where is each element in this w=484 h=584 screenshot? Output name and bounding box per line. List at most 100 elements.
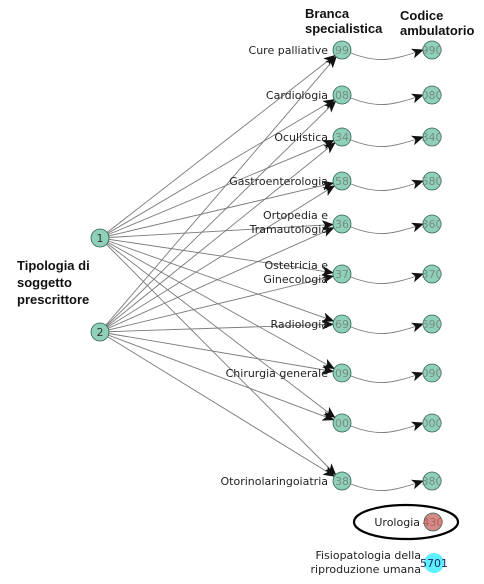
edge-source-2-to-36: [99, 227, 335, 333]
isolated-node-5701-label: 5701: [420, 557, 448, 570]
header-codice-line: Codice: [400, 8, 444, 23]
branch-node-34[interactable]: [332, 127, 352, 147]
branch-label-69: Radiologia: [271, 318, 328, 331]
branch-label-08: Cardiologia: [266, 89, 328, 102]
branch-node-37-label: 37: [335, 268, 349, 281]
edge-source-1-to-99: [99, 54, 336, 239]
edge-source-2-to-69: [99, 319, 335, 333]
branch-label-34: Oculistica: [274, 131, 328, 144]
isolated-label-430: Urologia: [374, 516, 420, 529]
edge-source-1-to-08: [99, 99, 336, 239]
amb-node-990[interactable]: [422, 40, 442, 60]
branch-label-37: Ginecologia: [263, 273, 328, 286]
edge-source-1-to-37: [99, 237, 335, 277]
amb-node-690[interactable]: [422, 314, 442, 334]
header-tipologia-line: Tipologia di: [17, 258, 90, 273]
edge-branch-58-to-amb: [350, 179, 424, 192]
amb-node-580[interactable]: [422, 171, 442, 191]
isolated-label-5701: Fisiopatologia della: [315, 549, 421, 562]
branch-label-09: Chirurgia generale: [226, 367, 329, 380]
amb-node-340[interactable]: [422, 127, 442, 147]
source-node-2[interactable]: [90, 322, 110, 342]
branch-node-38-label: 38: [335, 475, 349, 488]
edge-source-2-to-08: [99, 100, 337, 333]
header-tipologia-line: soggetto: [17, 275, 72, 290]
source-node-1[interactable]: [90, 228, 110, 248]
source-node-1-label: 1: [97, 232, 104, 245]
branch-node-37[interactable]: [332, 264, 352, 284]
edge-source-2-to-38: [99, 331, 336, 477]
edge-source-1-to-36: [99, 220, 335, 239]
edge-source-1-to-34: [99, 140, 335, 239]
edges-layer: [99, 54, 337, 477]
edge-source-1-to-09: [99, 237, 336, 370]
edge-source-2-to-37: [99, 273, 335, 333]
amb-node-080[interactable]: [422, 85, 442, 105]
branch-node-36-label: 36: [335, 218, 349, 231]
branch-node-99-label: 99: [335, 44, 349, 57]
edge-source-2-to-58: [99, 185, 336, 333]
amb-node-000[interactable]: [422, 413, 442, 433]
edge-branch-69-to-amb: [350, 322, 424, 335]
edge-source-2-to-34: [99, 142, 336, 333]
isolated-label-5701: riproduzione umana: [311, 563, 421, 576]
branch-label-37: Ostetricia e: [265, 259, 329, 272]
branch-label-58: Gastroenterologia: [229, 175, 328, 188]
edge-source-2-to-00: [99, 331, 335, 421]
branch-node-08-label: 08: [335, 89, 349, 102]
edge-source-1-to-58: [99, 180, 335, 239]
branch-node-09-label: 09: [335, 367, 349, 380]
header-branca-specialistica: Branca specialistica: [305, 6, 382, 36]
edge-source-1-to-38: [99, 237, 337, 476]
edge-branch-34-to-amb: [350, 135, 424, 148]
isolated-node-5701[interactable]: [424, 553, 444, 573]
edge-branch-99-to-amb: [350, 48, 424, 61]
amb-node-090[interactable]: [422, 363, 442, 383]
amb-node-580-label: 580: [422, 175, 443, 188]
edge-source-2-to-09: [99, 331, 335, 375]
header-branca-line: Branca: [305, 6, 350, 21]
branch-node-69-label: 69: [335, 318, 349, 331]
branch-node-38[interactable]: [332, 471, 352, 491]
branch-node-99[interactable]: [332, 40, 352, 60]
branch-node-08[interactable]: [332, 85, 352, 105]
amb-node-380-label: 380: [422, 475, 443, 488]
edge-branch-00-to-amb: [350, 421, 424, 434]
amb-node-090-label: 090: [422, 367, 443, 380]
branch-label-38: Otorinolaringoiatria: [221, 475, 328, 488]
isolated-node-430-label: 430: [423, 516, 444, 529]
amb-node-360-label: 360: [422, 218, 443, 231]
amb-node-080-label: 080: [422, 89, 443, 102]
amb-node-370-label: 370: [422, 268, 443, 281]
branch-node-58-label: 58: [335, 175, 349, 188]
branch-node-00[interactable]: [332, 413, 352, 433]
amb-node-370[interactable]: [422, 264, 442, 284]
edge-source-2-to-99: [99, 56, 337, 333]
edge-branch-38-to-amb: [350, 479, 424, 492]
amb-node-360[interactable]: [422, 214, 442, 234]
isolated-node-430[interactable]: [423, 512, 443, 532]
header-tipologia-prescrittore: Tipologia di soggetto prescrittore: [17, 257, 90, 308]
branch-node-34-label: 34: [335, 131, 349, 144]
branch-node-58[interactable]: [332, 171, 352, 191]
branch-label-36: Tramautologia: [249, 223, 328, 236]
branch-label-99: Cure palliative: [249, 44, 329, 57]
edge-branch-09-to-amb: [350, 371, 424, 384]
branch-label-36: Ortopedia e: [263, 209, 328, 222]
edge-branch-37-to-amb: [350, 272, 424, 285]
amb-node-380[interactable]: [422, 471, 442, 491]
labels-layer: Cure palliativeCardiologiaOculisticaGast…: [221, 44, 421, 576]
branch-node-69[interactable]: [332, 314, 352, 334]
branch-node-09[interactable]: [332, 363, 352, 383]
edge-branch-08-to-amb: [350, 93, 424, 106]
header-branca-line: specialistica: [305, 21, 383, 36]
edge-branch-36-to-amb: [350, 222, 424, 235]
branch-node-36[interactable]: [332, 214, 352, 234]
header-codice-line: ambulatorio: [400, 23, 475, 38]
amb-node-990-label: 990: [422, 44, 443, 57]
header-tipologia-line: prescrittore: [17, 292, 90, 307]
branch-node-00-label: 00: [335, 417, 349, 430]
code-edges-layer: [350, 48, 424, 492]
